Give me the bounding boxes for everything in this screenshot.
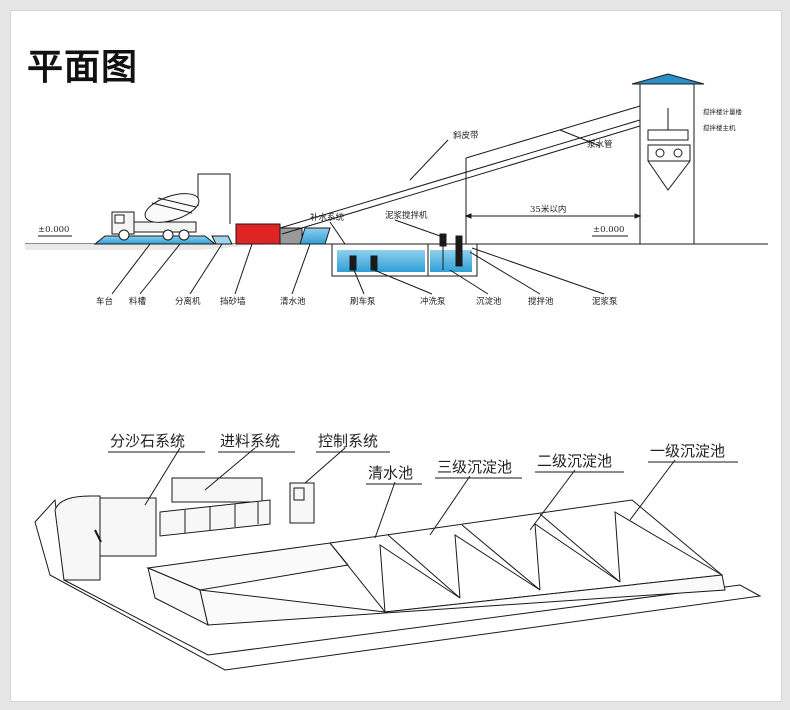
water-fill-1 xyxy=(337,250,425,272)
mixer-motor xyxy=(439,233,447,247)
label-level2-pool: 二级沉淀池 xyxy=(537,452,612,470)
bottom-label-row: 车台 料槽 分离机 挡砂墙 清水池 刷车泵 冲洗泵 沉淀池 搅拌池 泥浆泵 xyxy=(96,296,618,307)
sand-stone-machine xyxy=(54,495,157,581)
water-supply-leader xyxy=(329,221,346,245)
isometric-diagram xyxy=(34,447,762,671)
pump-1 xyxy=(349,255,357,271)
label-level1-pool: 一级沉淀池 xyxy=(650,442,725,460)
label-sand-stone-system: 分沙石系统 xyxy=(110,432,185,450)
hopper xyxy=(211,235,233,245)
label-settling-pool: 沉淀池 xyxy=(476,296,502,307)
mixer-truck xyxy=(111,193,200,241)
clear-pool-top xyxy=(299,227,331,245)
label-hopper: 料槽 xyxy=(129,296,147,307)
water-fill-2 xyxy=(430,250,472,272)
inclined-belt-lower xyxy=(281,125,641,235)
label-level3-pool: 三级沉淀池 xyxy=(437,458,512,476)
host-label: 搅拌楼主机 xyxy=(703,123,736,132)
slurry-pipe-line xyxy=(465,105,641,159)
label-flush-pump: 冲洗泵 xyxy=(420,296,446,307)
elevation-diagram xyxy=(25,73,768,295)
separator-drive xyxy=(279,227,303,245)
divider-2 xyxy=(461,524,541,591)
pool-inner-3 xyxy=(534,523,621,591)
pool-inner-1 xyxy=(379,544,461,613)
separator-machine xyxy=(235,223,281,245)
level-right: ±0.000 xyxy=(593,225,624,235)
label-clear-water-pool: 清水池 xyxy=(368,464,413,482)
bottom-leaders xyxy=(111,243,605,295)
water-supply-label: 补水系统 xyxy=(310,212,345,223)
slurry-pipe-leader xyxy=(559,129,601,147)
level-left: ±0.000 xyxy=(38,225,69,235)
mixer-label: 泥浆搅拌机 xyxy=(385,210,428,221)
label-clear-pool: 清水池 xyxy=(280,296,306,307)
car-ramp xyxy=(93,235,217,245)
leader-control xyxy=(304,447,346,484)
label-sand-wall: 挡砂墙 xyxy=(220,296,246,307)
distance-label: 35米以内 xyxy=(530,204,566,215)
label-car-platform: 车台 xyxy=(96,296,113,307)
divider-3 xyxy=(539,513,621,583)
pool-bank xyxy=(199,574,726,626)
control-cabinet xyxy=(289,482,315,524)
feed-system xyxy=(159,477,271,537)
mixer-leader xyxy=(394,219,441,237)
label-separator: 分离机 xyxy=(175,296,201,307)
leader-feed xyxy=(204,447,256,491)
label-control-system: 控制系统 xyxy=(318,432,378,450)
slurry-pump xyxy=(455,235,463,267)
belt-label: 斜皮带 xyxy=(453,130,479,141)
leader-sand-stone xyxy=(144,447,181,506)
divider-1 xyxy=(387,534,461,599)
settling-basin xyxy=(331,243,478,277)
label-feed-system: 进料系统 xyxy=(220,432,280,450)
leader-level2 xyxy=(529,469,576,531)
leader-level3 xyxy=(429,475,471,536)
pool-inner-4 xyxy=(614,511,723,583)
label-slurry-pump: 泥浆泵 xyxy=(592,296,618,307)
label-mixing-pool: 搅拌池 xyxy=(528,296,554,307)
pool-inner-2 xyxy=(454,534,541,599)
meter-label: 搅拌楼计量楼 xyxy=(703,107,743,116)
leader-level1 xyxy=(629,459,676,521)
pump-2 xyxy=(370,255,378,271)
leader-clear-pool xyxy=(374,481,396,539)
label-wash-car-pump: 刷车泵 xyxy=(350,296,376,307)
belt-leader xyxy=(409,139,449,181)
slurry-pipe-label: 浆水管 xyxy=(587,139,613,150)
feed-pipe xyxy=(197,173,231,224)
mixing-tower xyxy=(631,73,705,244)
page-title: 平面图 xyxy=(27,47,139,88)
